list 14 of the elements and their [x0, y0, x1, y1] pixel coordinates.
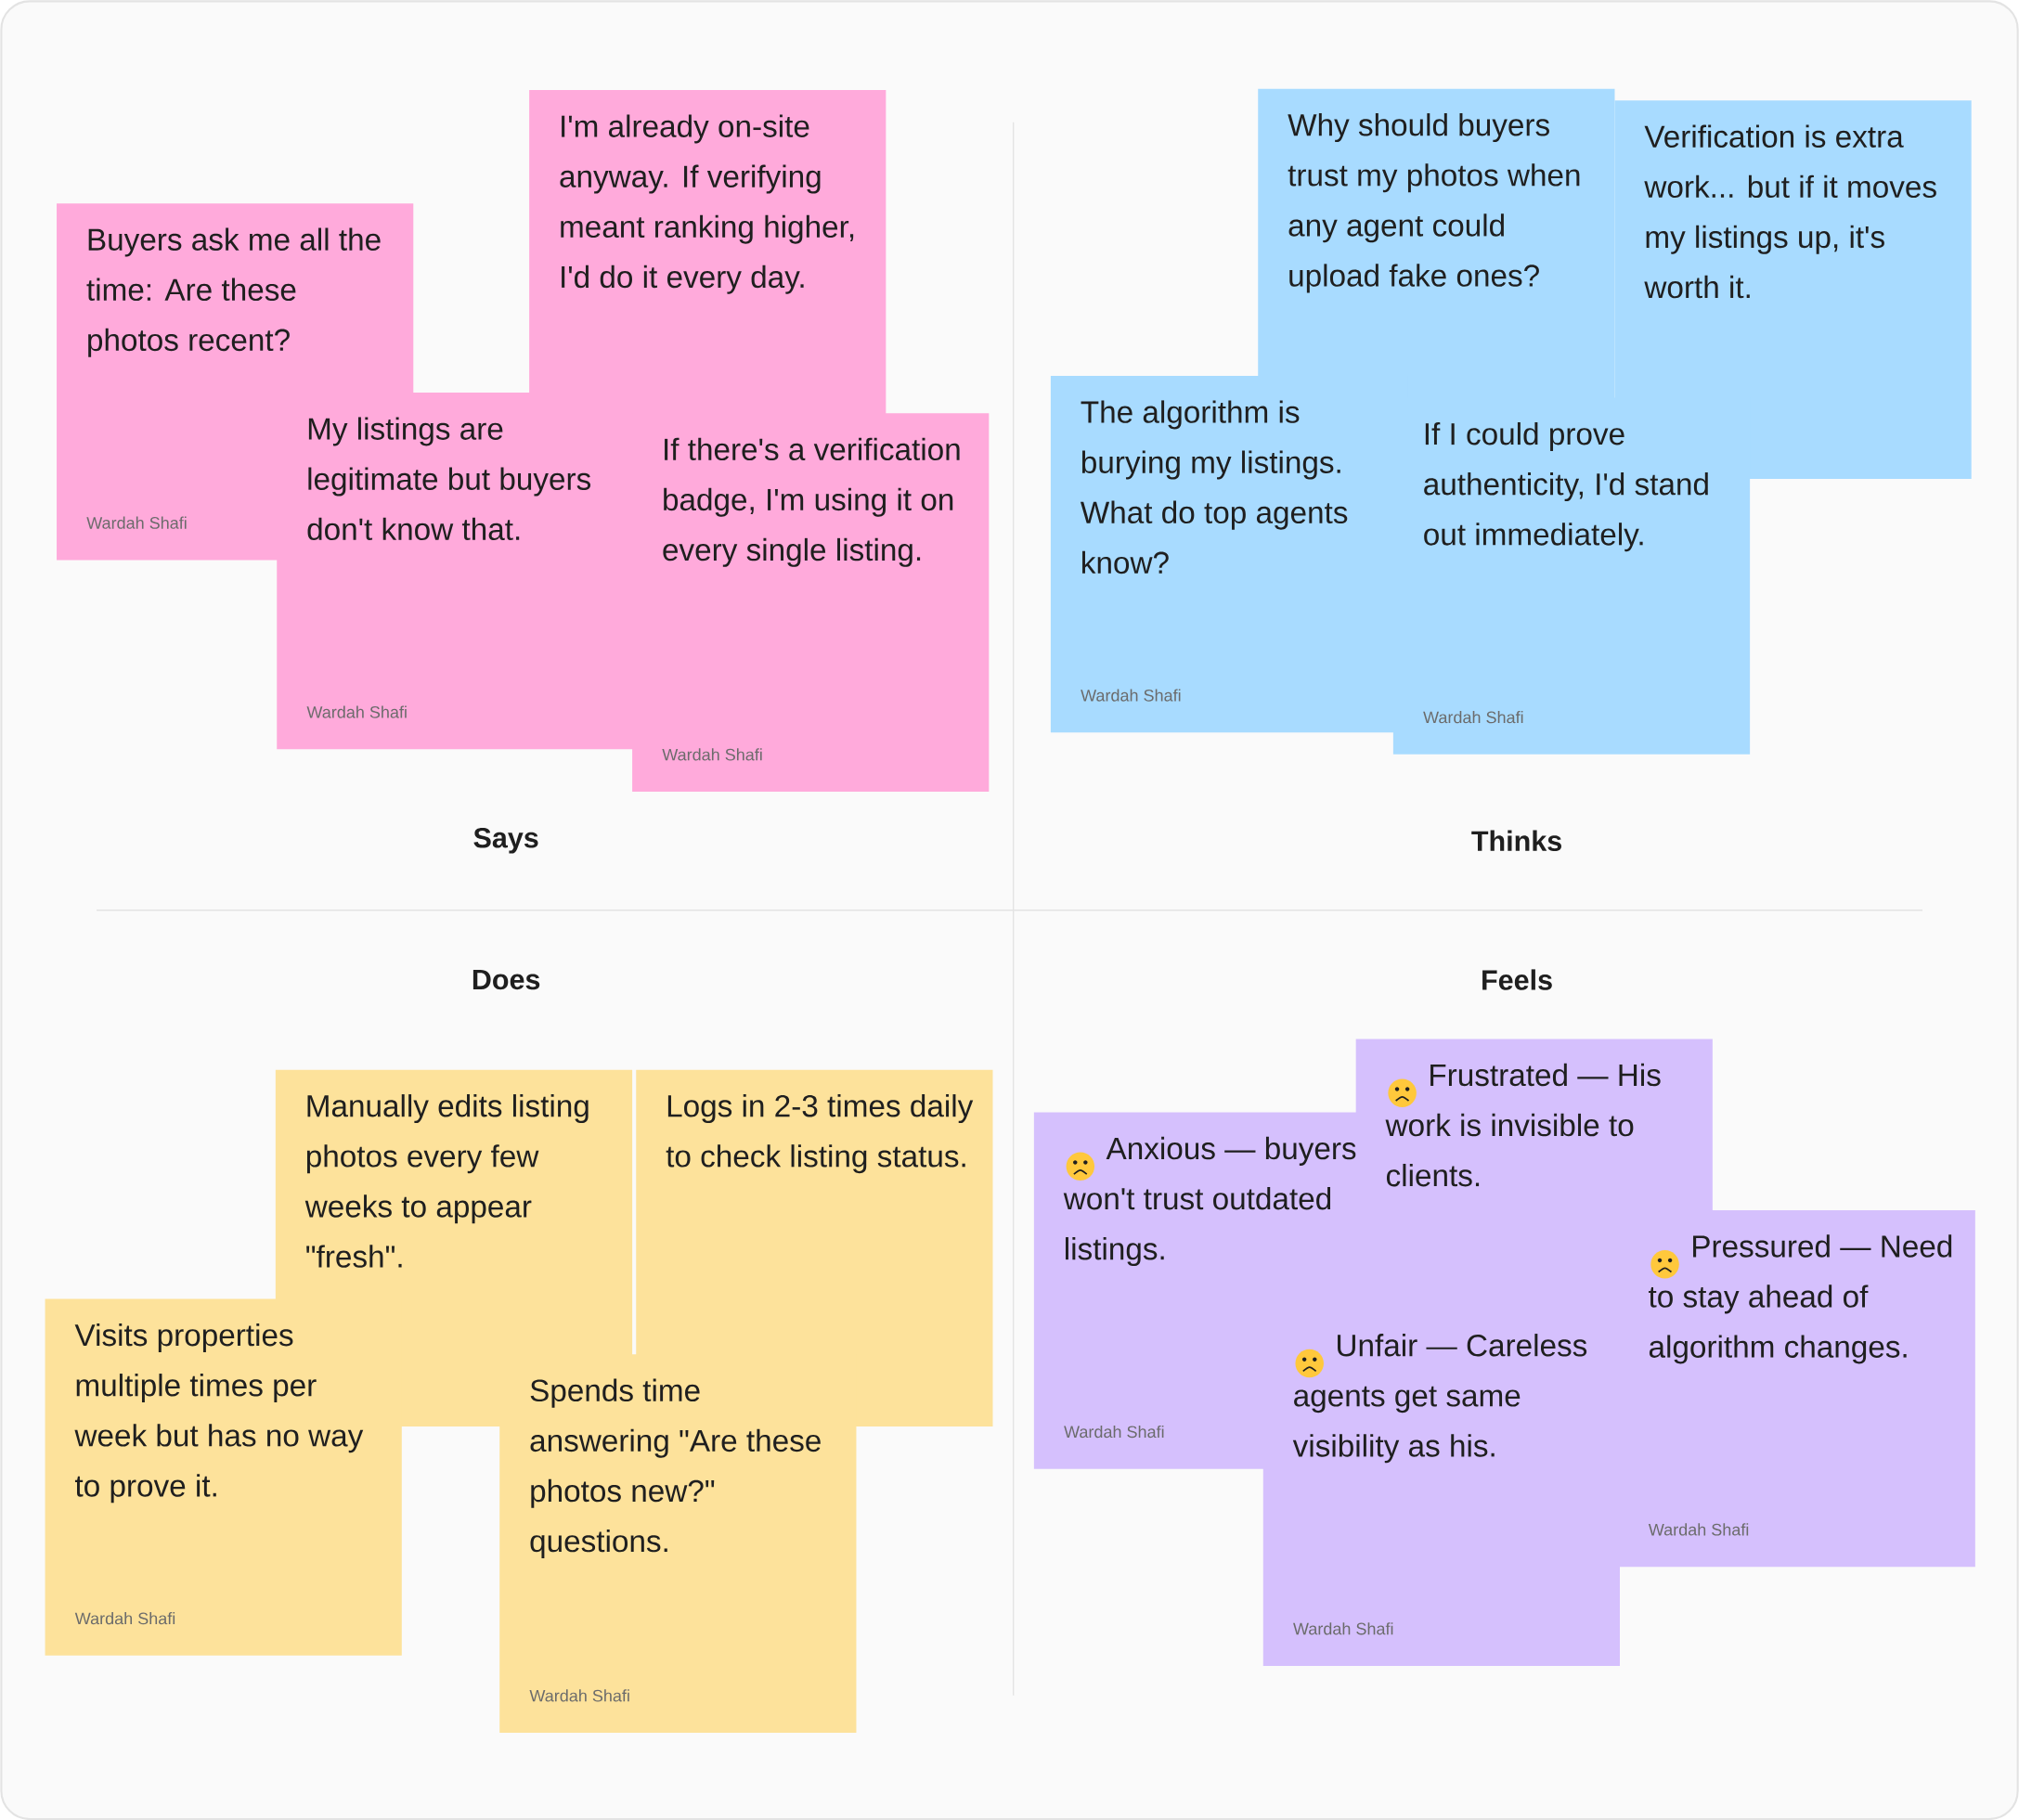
- quadrant-heading: Says: [473, 827, 538, 854]
- author-name: Wardah Shafi: [1081, 689, 1181, 702]
- quadrant-heading: Feels: [1482, 969, 1552, 990]
- author-name: Wardah Shafi: [662, 748, 762, 761]
- author-name: Wardah Shafi: [1293, 1621, 1393, 1635]
- author-name: Wardah Shafi: [1423, 710, 1523, 724]
- quadrant-heading: Does: [472, 969, 540, 990]
- author-name: Wardah Shafi: [1648, 1523, 1749, 1536]
- quadrant-heading: Thinks: [1471, 830, 1561, 851]
- author-name: Wardah Shafi: [1064, 1425, 1164, 1438]
- author-name: Wardah Shafi: [529, 1689, 629, 1702]
- author-name: Wardah Shafi: [86, 516, 187, 529]
- author-name: Wardah Shafi: [306, 705, 407, 718]
- author-name: Wardah Shafi: [74, 1611, 175, 1625]
